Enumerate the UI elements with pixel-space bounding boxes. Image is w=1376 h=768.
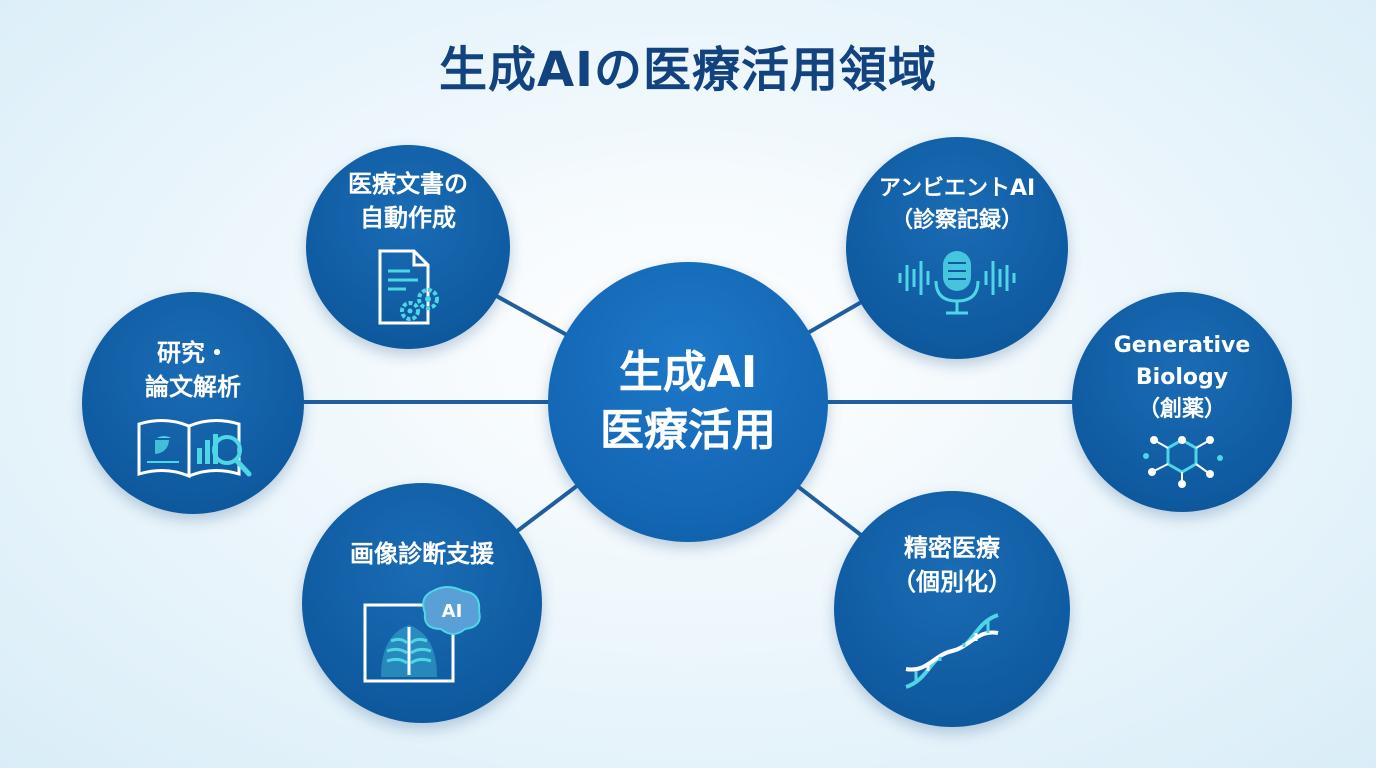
node-generative-biology: Generative Biology （創薬） xyxy=(1072,292,1292,512)
node-documents-line2: 自動作成 xyxy=(360,204,456,232)
node-ambient-line1: アンビエントAI xyxy=(878,176,1036,201)
node-documents-line1: 医療文書の xyxy=(348,170,468,198)
page-title: 生成AIの医療活用領域 xyxy=(438,42,937,98)
dna-helix-icon xyxy=(905,613,999,689)
book-magnifier-icon xyxy=(137,419,252,479)
node-precision-line2: （個別化） xyxy=(892,568,1012,596)
node-research: 研究・ 論文解析 xyxy=(82,292,304,514)
microphone-soundwave-icon xyxy=(898,251,1016,315)
center-label-line2: 医療活用 xyxy=(600,405,776,456)
node-ambient-ai: アンビエントAI （診察記録） xyxy=(846,137,1068,359)
imaging-ai-text: AI xyxy=(442,601,463,622)
center-node: 生成AI 医療活用 xyxy=(548,262,828,542)
document-gears-icon xyxy=(378,249,439,325)
node-imaging-line1: 画像診断支援 xyxy=(350,540,494,568)
molecule-icon xyxy=(1143,436,1223,488)
node-precision-medicine: 精密医療 （個別化） xyxy=(834,491,1070,727)
xray-ai-brain-icon: AI xyxy=(363,586,481,683)
center-label-line1: 生成AI xyxy=(618,347,758,398)
node-research-line2: 論文解析 xyxy=(145,373,241,401)
node-research-line1: 研究・ xyxy=(157,339,229,367)
node-biology-line2: Biology xyxy=(1135,365,1229,390)
node-ambient-line2: （診察記録） xyxy=(890,208,1023,233)
node-imaging-diagnosis: 画像診断支援 AI xyxy=(302,483,542,723)
node-biology-line3: （創薬） xyxy=(1137,397,1226,422)
node-precision-line1: 精密医療 xyxy=(904,534,1000,562)
node-medical-documents: 医療文書の 自動作成 xyxy=(306,145,510,349)
node-biology-line1: Generative xyxy=(1113,333,1251,358)
